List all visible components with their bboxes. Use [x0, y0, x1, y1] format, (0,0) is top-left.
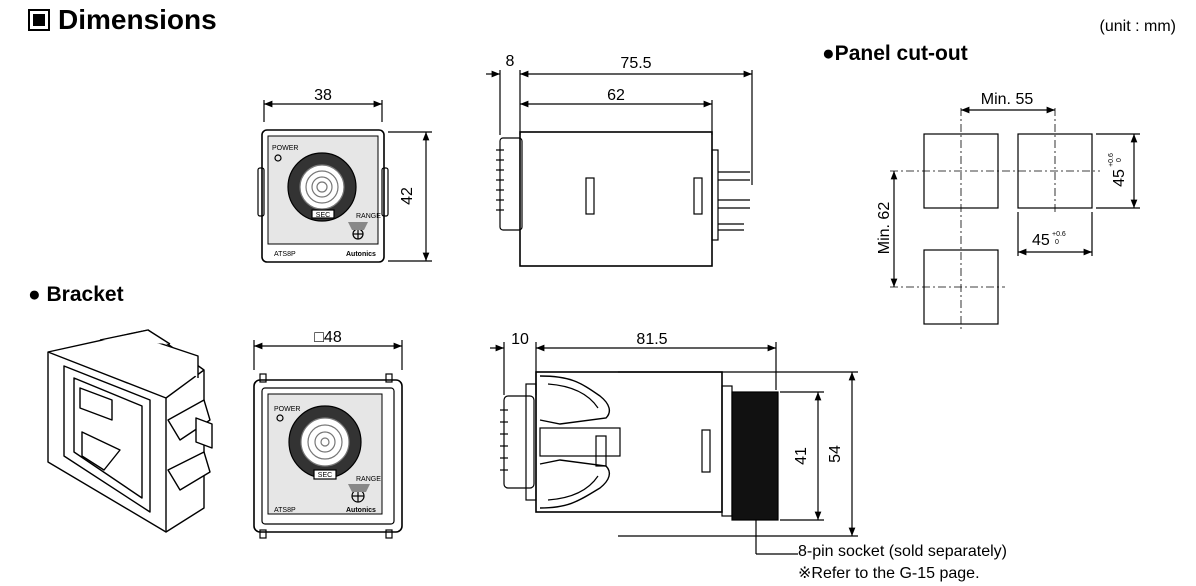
- front-view-bottom: [253, 340, 403, 539]
- front-top-sec: SEC: [316, 212, 330, 219]
- page-title: Dimensions: [28, 4, 217, 36]
- front-top-power: POWER: [272, 145, 298, 152]
- front-bezel-bottom: [253, 379, 403, 533]
- side-bottom-dim-10: 10: [511, 331, 529, 348]
- front-view-top: [257, 100, 432, 263]
- bracket-isometric: [47, 329, 213, 533]
- side-top-dim-8: 8: [506, 53, 515, 70]
- side-top-dim-62: 62: [607, 87, 625, 104]
- side-view-bottom: [490, 342, 858, 555]
- socket-note: 8-pin socket (sold separately): [798, 543, 1007, 560]
- front-top-model: ATS8P: [274, 251, 296, 258]
- front-bottom-sec: SEC: [318, 472, 332, 479]
- side-bottom-dim-54: 54: [827, 445, 844, 463]
- front-bottom-model: ATS8P: [274, 507, 296, 514]
- socket-block: [731, 391, 779, 521]
- side-top-dim-75-5: 75.5: [620, 55, 651, 72]
- cutout-min-width: Min. 55: [981, 91, 1034, 108]
- side-view-top: [486, 70, 753, 267]
- side-bottom-dim-41: 41: [793, 447, 810, 465]
- panel-cutout-title: ●Panel cut-out: [822, 42, 968, 65]
- cutout-hole-width-tol-zero: 0: [1055, 239, 1059, 246]
- unit-label: (unit : mm): [1099, 18, 1176, 35]
- cutout-hole-height-tol-zero: 0: [1116, 158, 1123, 162]
- front-top-brand: Autonics: [346, 251, 376, 258]
- side-bottom-dim-81-5: 81.5: [636, 331, 667, 348]
- front-bottom-range: RANGE: [356, 476, 381, 483]
- front-top-range: RANGE: [356, 213, 381, 220]
- side-body-bottom: [535, 371, 723, 513]
- page-title-text: Dimensions: [58, 4, 217, 35]
- front-bottom-power: POWER: [274, 406, 300, 413]
- front-bezel-top: [261, 129, 385, 263]
- cutout-hole-width: 45: [1032, 232, 1050, 249]
- cutout-hole-height: 45: [1111, 169, 1128, 187]
- front-bottom-width: □48: [314, 329, 342, 346]
- front-top-height: 42: [399, 187, 416, 205]
- cutout-hole-height-tol-plus: +0.6: [1108, 153, 1115, 167]
- bracket-title: ● Bracket: [28, 283, 124, 306]
- refer-note: ※Refer to the G-15 page.: [798, 565, 980, 582]
- cutout-hole-width-tol-plus: +0.6: [1052, 231, 1066, 238]
- filled-square-icon: [28, 9, 50, 31]
- side-body-top: [519, 131, 713, 267]
- panel-cutout-drawing: [890, 106, 1140, 330]
- cutout-min-height: Min. 62: [876, 202, 893, 255]
- front-top-width: 38: [314, 87, 332, 104]
- front-bottom-brand: Autonics: [346, 507, 376, 514]
